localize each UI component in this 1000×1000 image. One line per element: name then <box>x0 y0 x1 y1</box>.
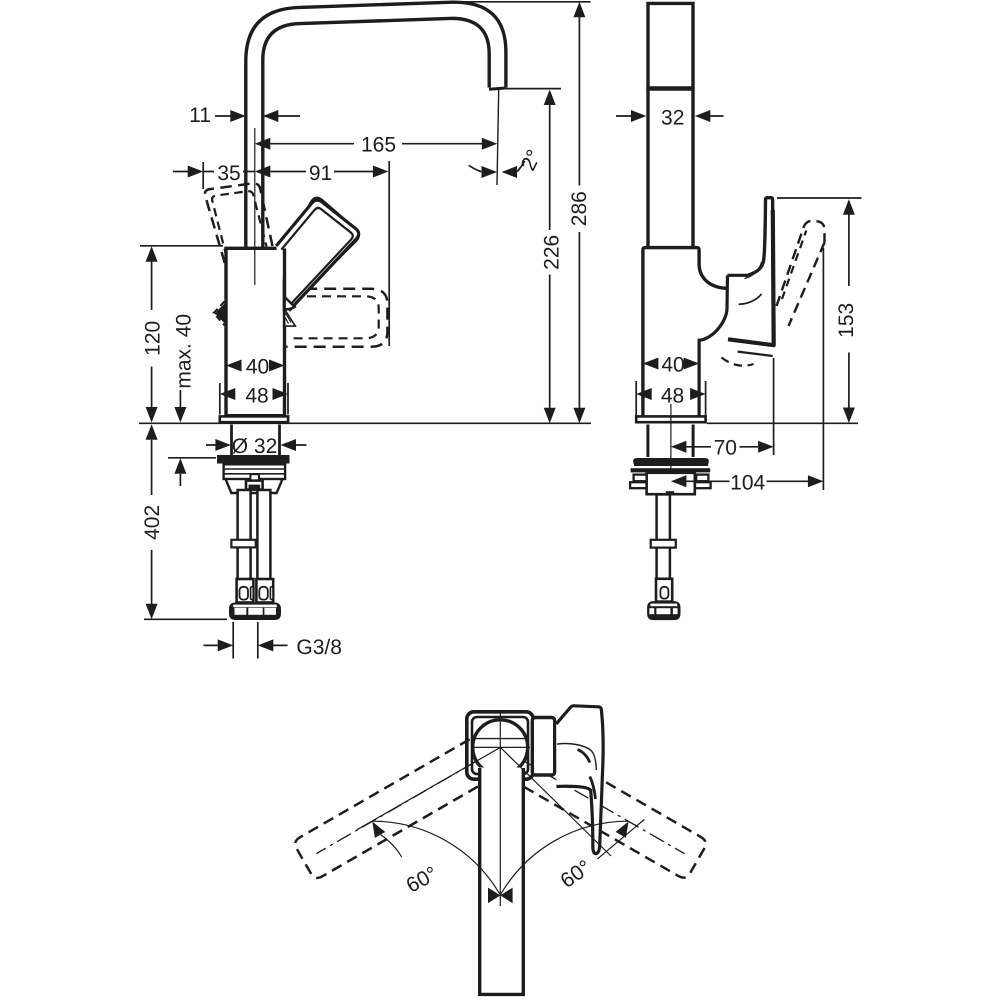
svg-text:40: 40 <box>246 355 269 378</box>
svg-text:91: 91 <box>309 162 332 185</box>
svg-text:35: 35 <box>217 162 240 185</box>
svg-text:165: 165 <box>361 133 396 156</box>
svg-text:max. 40: max. 40 <box>172 314 195 389</box>
svg-text:226: 226 <box>541 235 564 270</box>
svg-text:48: 48 <box>245 384 268 407</box>
svg-text:48: 48 <box>661 384 684 407</box>
svg-text:104: 104 <box>730 471 765 494</box>
svg-text:286: 286 <box>568 191 591 226</box>
svg-text:70: 70 <box>714 436 737 459</box>
svg-text:Ø 32: Ø 32 <box>232 435 278 458</box>
svg-text:153: 153 <box>835 303 858 338</box>
svg-text:402: 402 <box>141 505 164 540</box>
svg-text:40: 40 <box>661 354 684 377</box>
svg-text:G3/8: G3/8 <box>296 636 342 659</box>
svg-text:32: 32 <box>661 106 684 129</box>
svg-text:11: 11 <box>189 104 211 127</box>
svg-text:120: 120 <box>142 321 165 356</box>
